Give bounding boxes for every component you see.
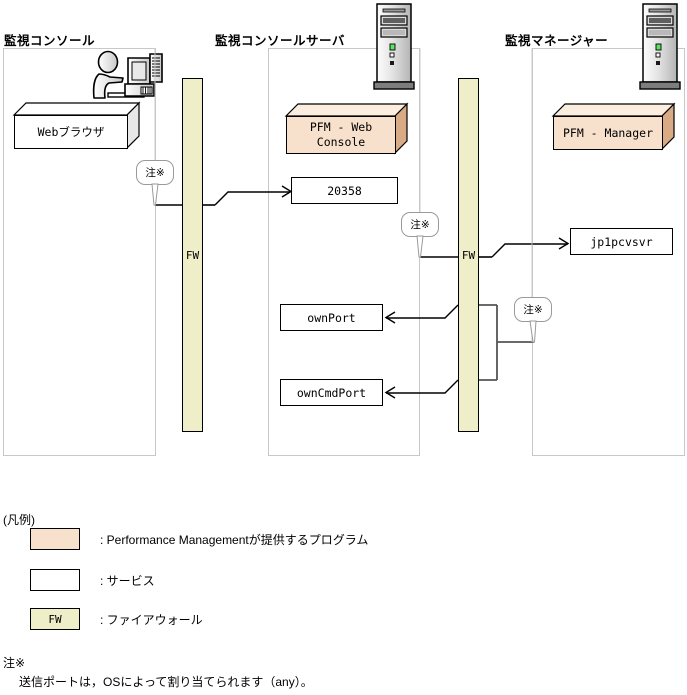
zone-title-manager: 監視マネージャー [505,34,609,48]
program-box-web-browser: Webブラウザ [12,101,141,150]
note-callout-label: 注※ [514,297,552,322]
user-workstation-icon [88,48,164,104]
legend-swatch-firewall: FW [30,608,80,630]
legend-label-program: : Performance Managementが提供するプログラム [100,532,369,547]
footnote-marker: 注※ [3,656,26,670]
service-box-own-port: ownPort [280,304,383,331]
legend-item-firewall: FW : ファイアウォール [30,608,203,630]
note-callout-label: 注※ [136,160,174,185]
program-box-pfm-web-console: PFM - Web Console [284,102,409,155]
firewall-bar-left: FW [182,78,203,432]
server-tower-icon [372,2,416,92]
legend-label-firewall: : ファイアウォール [100,612,203,627]
zone-title-console: 監視コンソール [4,34,96,48]
footnote: 注※ 送信ポートは，OSによって割り当てられます（any）。 [3,654,313,692]
firewall-bar-right: FW [458,78,479,432]
program-box-pfm-manager: PFM - Manager [551,102,676,151]
service-box-own-cmd-port: ownCmdPort [280,379,383,406]
note-callout-ports: 注※ [514,297,556,343]
zone-title-console-server: 監視コンソールサーバ [215,34,345,48]
note-callout-console: 注※ [136,160,178,206]
legend-label-service: : サービス [100,573,155,588]
legend-swatch-service [30,569,80,591]
server-tower-icon [638,2,682,92]
service-box-port-20358: 20358 [291,177,398,204]
legend-item-program: : Performance Managementが提供するプログラム [30,528,368,550]
program-box-label: Webブラウザ [14,115,128,149]
program-box-label: PFM - Web Console [286,116,396,154]
program-box-label: PFM - Manager [553,116,663,150]
connector-layer [154,48,570,399]
note-callout-server: 注※ [401,212,443,258]
legend-item-service: : サービス [30,569,155,591]
firewall-label: FW [185,248,200,262]
legend-title: (凡例) [3,513,35,527]
footnote-text: 送信ポートは，OSによって割り当てられます（any）。 [19,675,313,689]
legend-swatch-program [30,528,80,550]
firewall-label: FW [461,248,476,262]
service-box-jp1pcvsvr: jp1pcvsvr [570,228,673,255]
